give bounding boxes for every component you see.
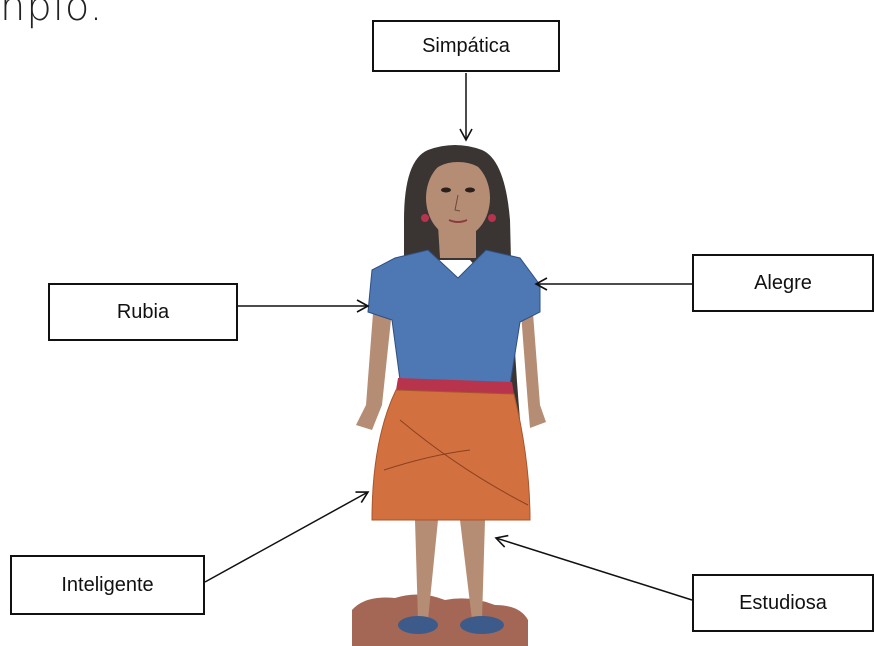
right-arm — [520, 300, 546, 428]
label-alegre: Alegre — [692, 254, 874, 312]
face — [426, 158, 490, 238]
right-leg — [460, 520, 485, 620]
right-earring — [488, 214, 496, 222]
label-estudiosa: Estudiosa — [692, 574, 874, 632]
right-eye — [465, 187, 475, 193]
left-shoe — [398, 616, 438, 634]
hair-fringe — [426, 148, 492, 180]
page-heading-fragment: nplo. — [0, 0, 104, 30]
skirt — [371, 389, 531, 521]
arrow-inteligente — [204, 491, 370, 583]
arrow-estudiosa — [494, 534, 693, 601]
skirt-fold-line — [383, 449, 471, 471]
label-simpatica: Simpática — [372, 20, 560, 72]
ground-patch — [352, 594, 528, 646]
label-rubia: Rubia — [48, 283, 238, 341]
left-earring — [421, 214, 429, 222]
mouth — [448, 219, 468, 223]
blouse — [367, 249, 541, 386]
left-arm — [356, 300, 392, 430]
nose — [454, 194, 461, 212]
label-inteligente: Inteligente — [10, 555, 205, 615]
left-eye — [441, 187, 451, 193]
left-leg — [415, 520, 438, 620]
belt — [396, 378, 514, 394]
skirt-fold-line — [399, 419, 529, 506]
hair — [400, 145, 520, 520]
right-shoe — [460, 616, 504, 634]
